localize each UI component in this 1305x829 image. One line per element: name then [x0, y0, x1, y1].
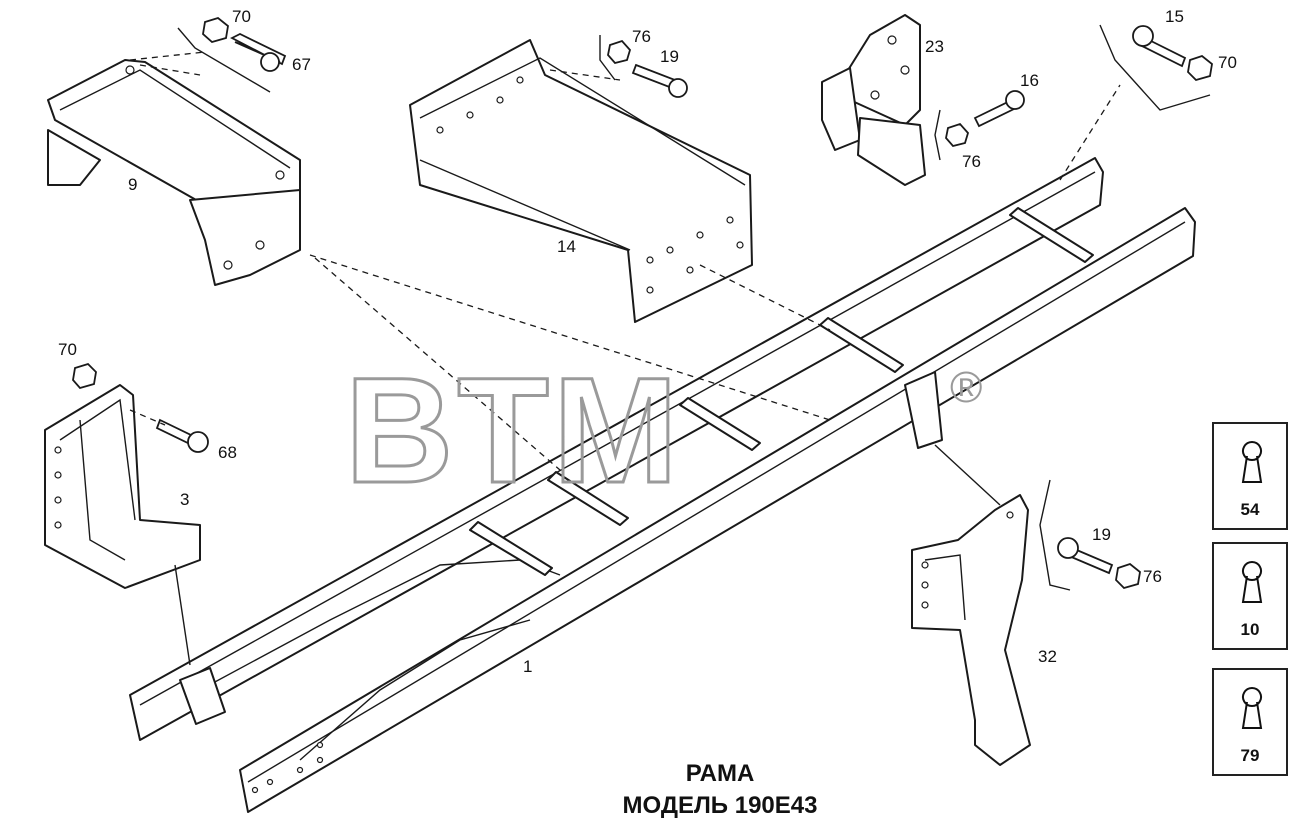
cross-member-14 — [409, 39, 753, 323]
bracket-3 — [44, 384, 201, 589]
callout-19-top: 19 — [660, 47, 679, 66]
reference-number: 10 — [1240, 620, 1260, 639]
nut-76-bracket — [945, 122, 970, 148]
callout-70-left: 70 — [58, 340, 77, 359]
keyhole-icon — [1241, 441, 1263, 483]
title-line-2: МОДЕЛЬ 190E43 — [622, 792, 818, 819]
bolt-19-top — [631, 63, 677, 90]
callout-23: 23 — [925, 37, 944, 56]
callout-76-right: 76 — [1143, 567, 1162, 586]
reference-number: 54 — [1240, 500, 1260, 519]
bolt-19-top-head — [668, 78, 688, 98]
bolt-19-right-head — [1057, 537, 1079, 559]
callout-67: 67 — [292, 55, 311, 74]
callout-15: 15 — [1165, 7, 1184, 26]
callout-14: 14 — [557, 237, 576, 256]
nut-70-left — [72, 362, 97, 390]
reference-number: 79 — [1240, 746, 1260, 765]
watermark-text: BTM — [345, 346, 682, 514]
main-frame — [129, 157, 1196, 813]
reference-box-1: 54 — [1212, 422, 1288, 530]
callout-1: 1 — [523, 657, 532, 676]
callout-76-top: 76 — [632, 27, 651, 46]
watermark-registered-mark: ® — [950, 363, 982, 412]
keyhole-icon — [1241, 561, 1263, 603]
watermark: BTM ® — [344, 345, 983, 516]
callout-labels: 70 67 9 76 19 14 23 16 76 15 70 70 68 3 … — [58, 7, 1237, 676]
hanger-32 — [911, 494, 1031, 766]
callout-3: 3 — [180, 490, 189, 509]
callout-70-top: 70 — [232, 7, 251, 26]
reference-box-2: 10 — [1212, 542, 1288, 650]
nut-76-right — [1115, 562, 1141, 590]
bolt-16-head — [1005, 90, 1025, 110]
callout-9: 9 — [128, 175, 137, 194]
nut-70-top — [202, 16, 229, 44]
nut-76-top — [607, 39, 632, 65]
callout-16: 16 — [1020, 71, 1039, 90]
callout-70-right: 70 — [1218, 53, 1237, 72]
callout-32: 32 — [1038, 647, 1057, 666]
callout-68: 68 — [218, 443, 237, 462]
title-line-1: РАМА — [685, 760, 755, 787]
cross-member-9 — [47, 59, 301, 286]
bracket-23 — [821, 14, 926, 186]
bolt-68-head — [187, 431, 209, 453]
keyhole-icon — [1241, 687, 1263, 729]
leader-lines — [129, 24, 1211, 666]
callout-76-bracket: 76 — [962, 152, 981, 171]
callout-19-right: 19 — [1092, 525, 1111, 544]
fasteners — [72, 16, 1213, 590]
bolt-15-head — [1132, 25, 1154, 47]
reference-box-3: 79 — [1212, 668, 1288, 776]
bolt-67-head — [260, 52, 280, 72]
nut-70-right — [1187, 54, 1213, 82]
